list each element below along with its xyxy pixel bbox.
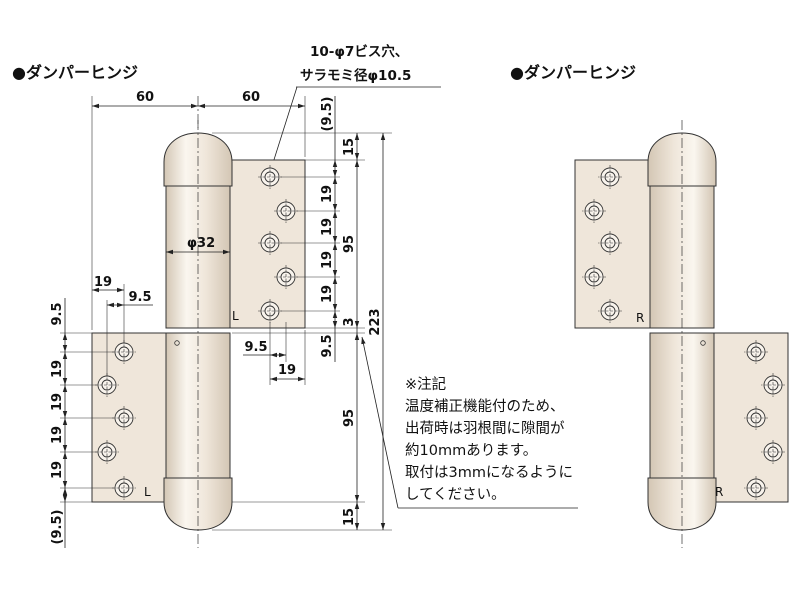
dim-barrel-diameter: φ32 xyxy=(187,236,215,251)
dim-top-overhang: 15 xyxy=(342,138,357,156)
dim-lower-edge-to-hole: 19 xyxy=(94,275,112,290)
dim-bottom-overhang: 15 xyxy=(342,508,357,526)
note-line-2: 出荷時は羽根間に隙間が xyxy=(405,420,565,437)
dim-upper-hole-to-edge: 19 xyxy=(278,363,296,378)
leaf-mark-right-upper: R xyxy=(636,311,644,325)
leaf-mark-left-lower: L xyxy=(144,485,151,499)
note-line-4: 取付は3mmになるように xyxy=(405,464,573,481)
title-right: ●ダンパーヒンジ xyxy=(510,63,636,82)
right-lower-screw-hole-3 xyxy=(744,406,768,430)
dim-upper-pitch-3: 19 xyxy=(320,251,335,269)
left-upper-screw-hole-5 xyxy=(258,299,282,323)
dim-upper-leaf-height: 95 xyxy=(342,235,357,253)
dim-lower-first-offset: 9.5 xyxy=(50,302,65,325)
left-upper-screw-hole-4 xyxy=(274,265,298,289)
note-heading: ※注記 xyxy=(405,376,446,393)
left-barrel-mark xyxy=(174,340,180,346)
dim-width-left: 60 xyxy=(136,90,154,105)
dim-upper-hole-stagger: 9.5 xyxy=(244,340,267,355)
right-upper-screw-hole-3 xyxy=(598,231,622,255)
dim-upper-first-offset: (9.5) xyxy=(320,97,335,132)
dim-upper-pitch-1: 19 xyxy=(320,185,335,203)
left-upper-screw-hole-1 xyxy=(258,165,282,189)
right-upper-screw-hole-4 xyxy=(582,265,606,289)
note-line-3: 約10mmあります。 xyxy=(405,442,537,459)
dim-upper-pitch-2: 19 xyxy=(320,218,335,236)
left-lower-screw-hole-4 xyxy=(95,440,119,464)
right-hinge xyxy=(574,120,789,548)
dim-lower-leaf-height: 95 xyxy=(342,409,357,427)
dim-lower-pitch-1: 19 xyxy=(50,360,65,378)
callout-line-2: サラモミ径φ10.5 xyxy=(300,67,411,84)
dim-width-right: 60 xyxy=(242,90,260,105)
callout-leader xyxy=(271,86,298,167)
note-line-1: 温度補正機能付のため、 xyxy=(405,398,565,415)
dim-lower-pitch-3: 19 xyxy=(50,426,65,444)
dim-lower-last-offset: (9.5) xyxy=(50,510,65,545)
left-lower-screw-hole-3 xyxy=(112,406,136,430)
right-upper-screw-hole-2 xyxy=(582,199,606,223)
dim-upper-last-offset: 9.5 xyxy=(320,334,335,357)
dim-lower-pitch-4: 19 xyxy=(50,461,65,479)
right-lower-screw-hole-5 xyxy=(744,476,768,500)
right-lower-screw-hole-2 xyxy=(761,373,785,397)
right-lower-screw-hole-4 xyxy=(761,440,785,464)
dim-gap: 3 xyxy=(342,317,357,326)
note-leader xyxy=(361,336,399,509)
note-line-5: してください。 xyxy=(405,486,506,503)
title-left: ●ダンパーヒンジ xyxy=(12,63,138,82)
left-upper-screw-hole-2 xyxy=(274,199,298,223)
right-upper-screw-hole-5 xyxy=(598,299,622,323)
left-hinge xyxy=(91,120,306,548)
left-upper-screw-hole-3 xyxy=(258,231,282,255)
dim-lower-pitch-2: 19 xyxy=(50,393,65,411)
dim-lower-hole-stagger: 9.5 xyxy=(128,290,151,305)
leaf-mark-left-upper: L xyxy=(232,309,239,323)
right-lower-screw-hole-1 xyxy=(744,340,768,364)
leaf-mark-right-lower: R xyxy=(715,485,723,499)
dim-total-height: 223 xyxy=(368,308,383,335)
callout-line-1: 10-φ7ビス穴、 xyxy=(310,43,408,60)
dim-upper-pitch-4: 19 xyxy=(320,285,335,303)
left-lower-screw-hole-5 xyxy=(112,476,136,500)
right-upper-screw-hole-1 xyxy=(598,165,622,189)
right-barrel-mark xyxy=(700,340,706,346)
